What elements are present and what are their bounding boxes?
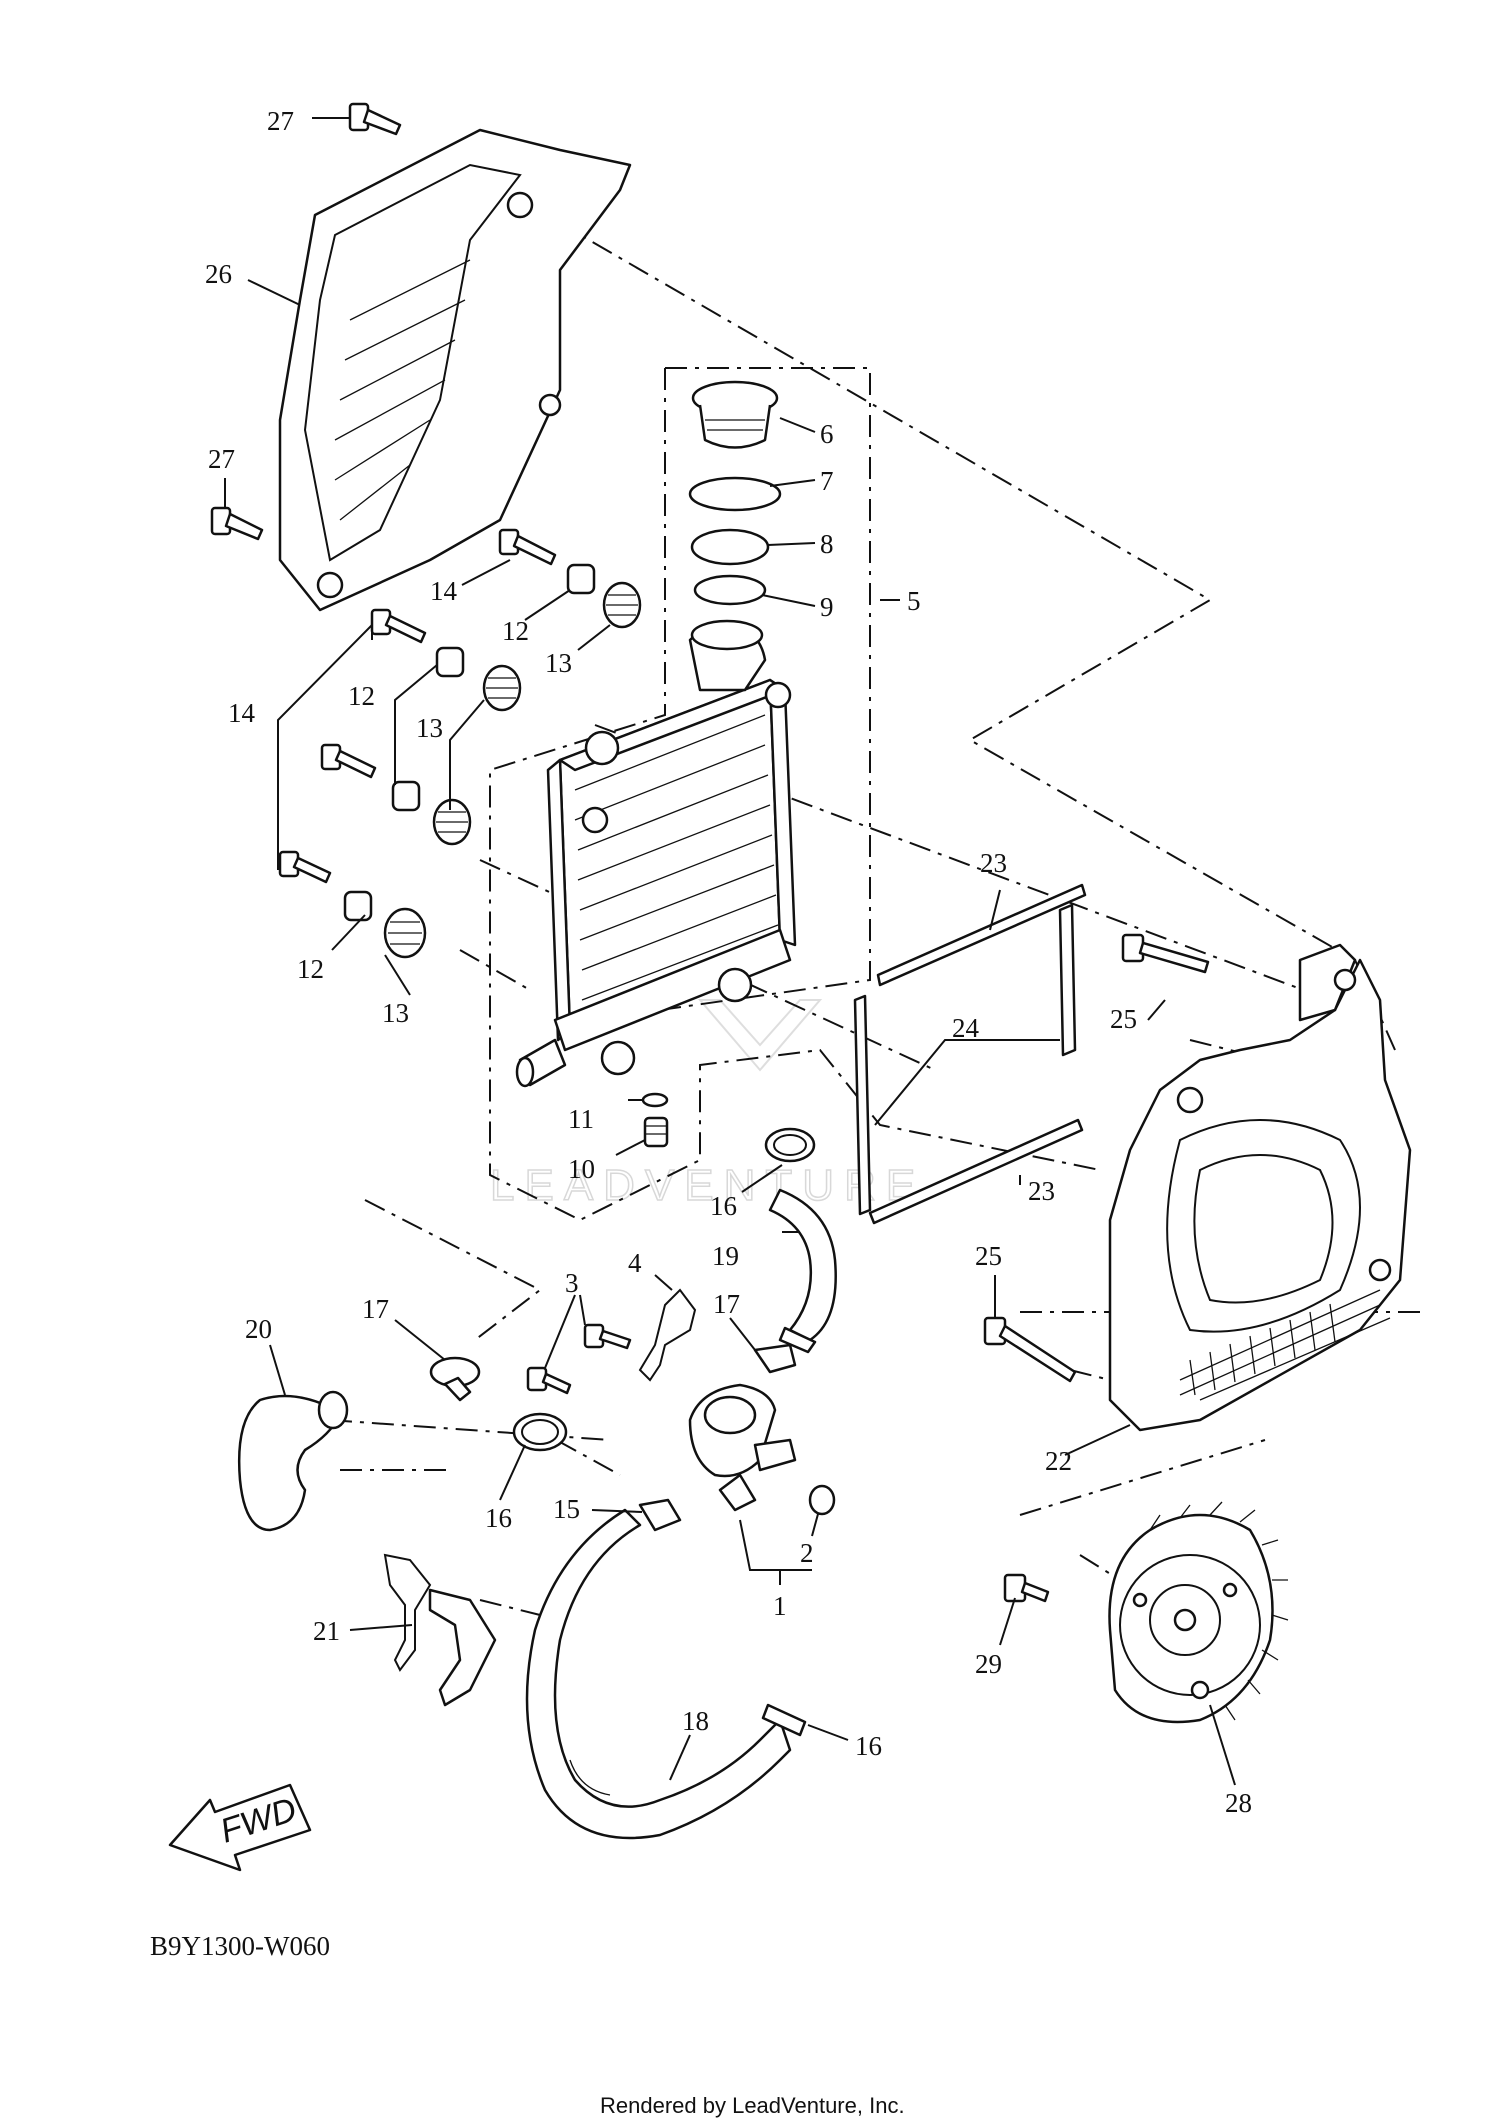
diagram-code: B9Y1300-W060 (150, 1931, 330, 1961)
grommet-part-13-d (383, 907, 427, 959)
callout-6: 6 (820, 419, 834, 449)
callout-27: 27 (208, 444, 235, 474)
callout-18: 18 (682, 1706, 709, 1736)
hose-part-18 (525, 1508, 792, 1840)
callout-14: 14 (430, 576, 458, 606)
watermark-text: LEADVENTURE (490, 1161, 925, 1210)
callout-17: 17 (362, 1294, 389, 1324)
grommet-part-13-b (482, 664, 522, 712)
callout-10: 10 (568, 1154, 595, 1184)
clamp-part-17-left (429, 1356, 481, 1402)
bolt-part-14-b (370, 608, 427, 644)
callout-21: 21 (313, 1616, 340, 1646)
callout-16: 16 (855, 1731, 882, 1761)
leader-lines (224, 117, 1236, 1786)
callout-20: 20 (245, 1314, 272, 1344)
o-ring-part-8 (690, 528, 770, 566)
bolt-part-14-a (498, 528, 557, 566)
o-ring-part-2 (808, 1484, 836, 1516)
grommet-part-13-c (432, 798, 472, 846)
callout-23: 23 (1028, 1176, 1055, 1206)
callout-12: 12 (297, 954, 324, 984)
bracket-part-4 (638, 1288, 697, 1382)
bolt-part-27-left (210, 506, 264, 541)
callout-9: 9 (820, 592, 834, 622)
callout-3: 3 (565, 1268, 579, 1298)
seal-part-23-lower (868, 1118, 1084, 1225)
forward-arrow: FWD (168, 1783, 312, 1872)
clamp-part-17-right (753, 1343, 797, 1374)
gasket-part-11 (641, 1092, 669, 1108)
callout-29: 29 (975, 1649, 1002, 1679)
clamp-part-16-lower (761, 1703, 807, 1737)
callout-25: 25 (1110, 1004, 1137, 1034)
callout-labels: 27 26 27 6 7 8 9 5 14 12 13 12 14 13 12 … (205, 106, 1252, 1818)
bolt-part-25-bottom (983, 1316, 1077, 1383)
seal-part-24-right (1058, 903, 1077, 1057)
callout-4: 4 (628, 1248, 642, 1278)
hose-part-19 (768, 1188, 837, 1354)
collar-part-12-a (566, 563, 596, 595)
callout-25: 25 (975, 1241, 1002, 1271)
callout-23: 23 (980, 848, 1007, 878)
callout-12: 12 (348, 681, 375, 711)
collar-part-12-d (343, 890, 373, 922)
collar-part-12-b (435, 646, 465, 678)
bolt-part-29 (1003, 1573, 1050, 1603)
hose-part-20 (237, 1390, 349, 1532)
bolt-part-3-a (583, 1323, 632, 1350)
clamp-part-16-middle (512, 1412, 568, 1452)
callout-1: 1 (773, 1591, 787, 1621)
callout-8: 8 (820, 529, 834, 559)
callout-7: 7 (820, 466, 834, 496)
fan-shroud-part-22 (1108, 943, 1412, 1432)
callout-28: 28 (1225, 1788, 1252, 1818)
clamp-part-15 (638, 1498, 682, 1532)
bolt-part-27-top (348, 102, 402, 136)
clamp-part-16-upper (764, 1127, 816, 1163)
drain-bolt-part-10 (643, 1116, 669, 1148)
callout-2: 2 (800, 1538, 814, 1568)
radiator-cover-part-26 (278, 128, 632, 612)
radiator-body (515, 619, 797, 1088)
seal-part-23-upper (876, 883, 1087, 987)
callout-16: 16 (485, 1503, 512, 1533)
fan-part-28 (1108, 1501, 1289, 1724)
callout-5: 5 (907, 586, 921, 616)
seal-part-24-left (853, 994, 872, 1216)
callout-11: 11 (568, 1104, 594, 1134)
callout-14: 14 (228, 698, 256, 728)
footer-credit: Rendered by LeadVenture, Inc. (600, 2093, 905, 2118)
bolt-part-14-d (278, 850, 332, 884)
callout-17: 17 (713, 1289, 740, 1319)
o-ring-part-7 (688, 476, 782, 512)
callout-13: 13 (545, 648, 572, 678)
bolt-part-25-top (1121, 933, 1210, 974)
fitting-part-1 (688, 1383, 797, 1512)
callout-16: 16 (710, 1191, 737, 1221)
callout-26: 26 (205, 259, 232, 289)
grommet-part-13-a (602, 581, 642, 629)
bracket-part-21 (383, 1553, 497, 1707)
radiator-cap-part-6 (691, 380, 779, 449)
callout-22: 22 (1045, 1446, 1072, 1476)
o-ring-part-9 (693, 574, 767, 606)
callout-15: 15 (553, 1494, 580, 1524)
callout-24: 24 (952, 1013, 980, 1043)
callout-27: 27 (267, 106, 294, 136)
callout-12: 12 (502, 616, 529, 646)
bolt-part-14-c (320, 743, 377, 779)
callout-19: 19 (712, 1241, 739, 1271)
collar-part-12-c (391, 780, 421, 812)
bolt-part-3-b (526, 1366, 572, 1395)
callout-13: 13 (382, 998, 409, 1028)
watermark: LEADVENTURE (489, 999, 925, 1211)
callout-13: 13 (416, 713, 443, 743)
